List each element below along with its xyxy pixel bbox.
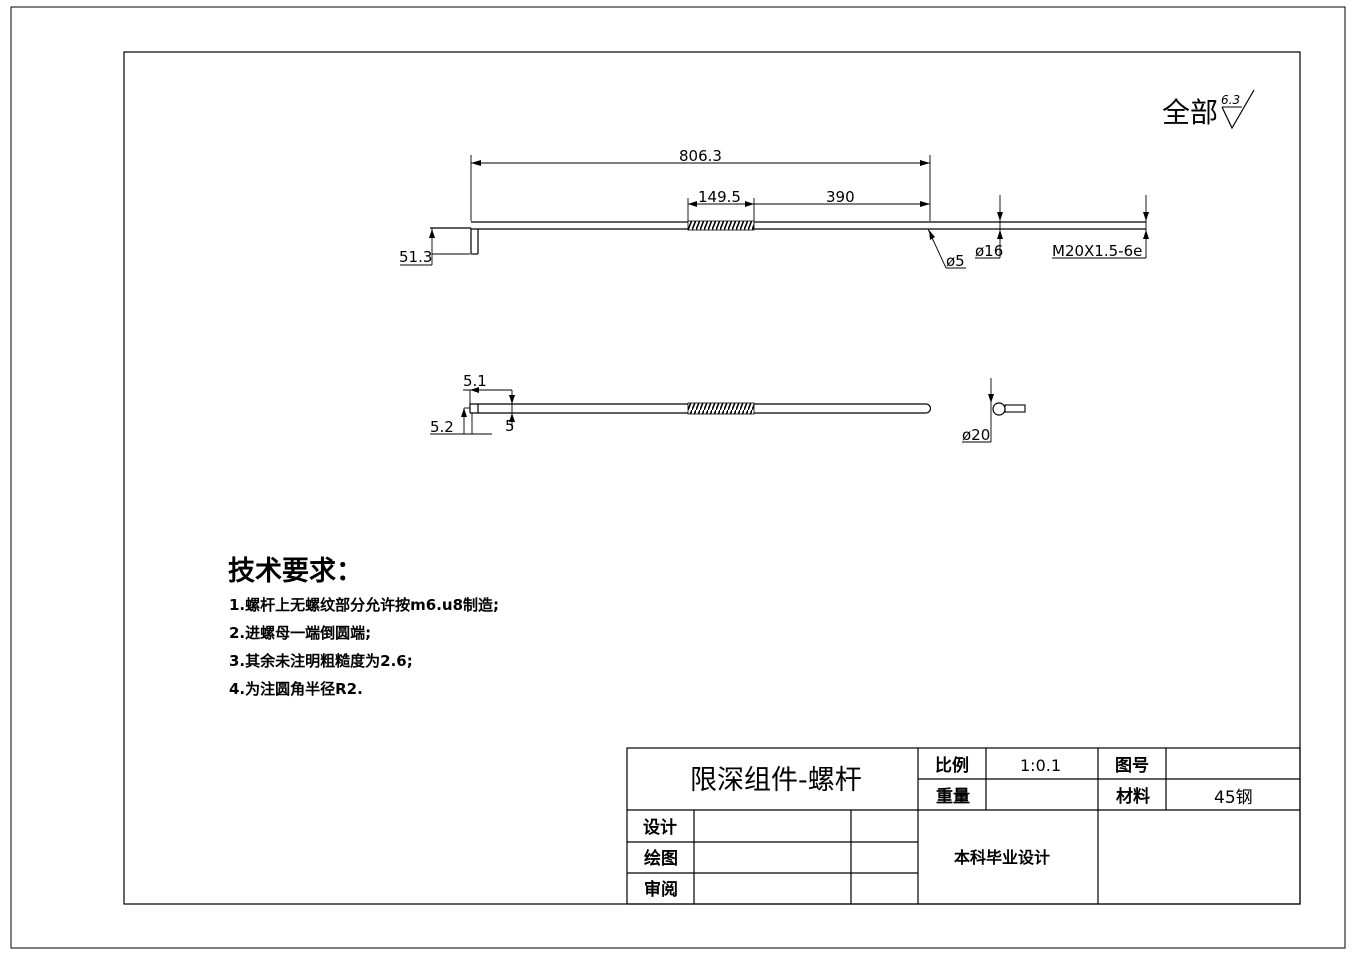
material-value: 45钢 (1214, 788, 1253, 808)
dim-top-width: 5.1 (463, 372, 487, 390)
scale-value: 1:0.1 (1020, 756, 1061, 775)
dim-offset: 390 (826, 188, 855, 206)
dim-side-width: 5.2 (430, 418, 454, 436)
thread-section-front (687, 220, 755, 231)
part-name: 限深组件-螺杆 (690, 765, 862, 796)
requirement-item: 3.其余未注明粗糙度为2.6; (229, 652, 413, 670)
review-label: 审阅 (644, 879, 678, 900)
dim-shaft-diameter: ø16 (975, 242, 1003, 260)
dim-small-diameter: ø5 (946, 252, 965, 270)
surface-roughness-value: 6.3 (1221, 93, 1240, 107)
requirement-item: 2.进螺母一端倒圆端; (229, 624, 372, 642)
weight-label: 重量 (936, 786, 970, 807)
scale-label: 比例 (935, 755, 969, 776)
front-view (400, 155, 1149, 269)
drawing-no-label: 图号 (1115, 756, 1149, 776)
requirements-title: 技术要求： (228, 556, 363, 587)
dim-thread-length: 149.5 (698, 188, 741, 206)
top-view (430, 378, 1026, 443)
dim-end-diameter: ø20 (962, 426, 990, 444)
dim-side-height: 5 (505, 417, 515, 435)
requirement-item: 4.为注圆角半径R2. (229, 680, 363, 698)
draw-label: 绘图 (644, 848, 678, 869)
dim-thread-spec: M20X1.5-6e (1052, 242, 1142, 260)
outer-border (10, 6, 1346, 949)
requirement-item: 1.螺杆上无螺纹部分允许按m6.u8制造; (229, 596, 500, 614)
dim-total-length: 806.3 (679, 147, 722, 165)
thread-section-top (687, 402, 755, 415)
design-label: 设计 (643, 817, 677, 838)
dim-hook: 51.3 (399, 248, 432, 266)
surface-finish: 全部 6.3 (1162, 89, 1255, 130)
material-label: 材料 (1116, 786, 1150, 807)
title-block (626, 747, 1301, 905)
project-name: 本科毕业设计 (954, 848, 1050, 867)
end-view-circle (992, 402, 1006, 416)
surface-finish-label: 全部 (1162, 96, 1218, 129)
